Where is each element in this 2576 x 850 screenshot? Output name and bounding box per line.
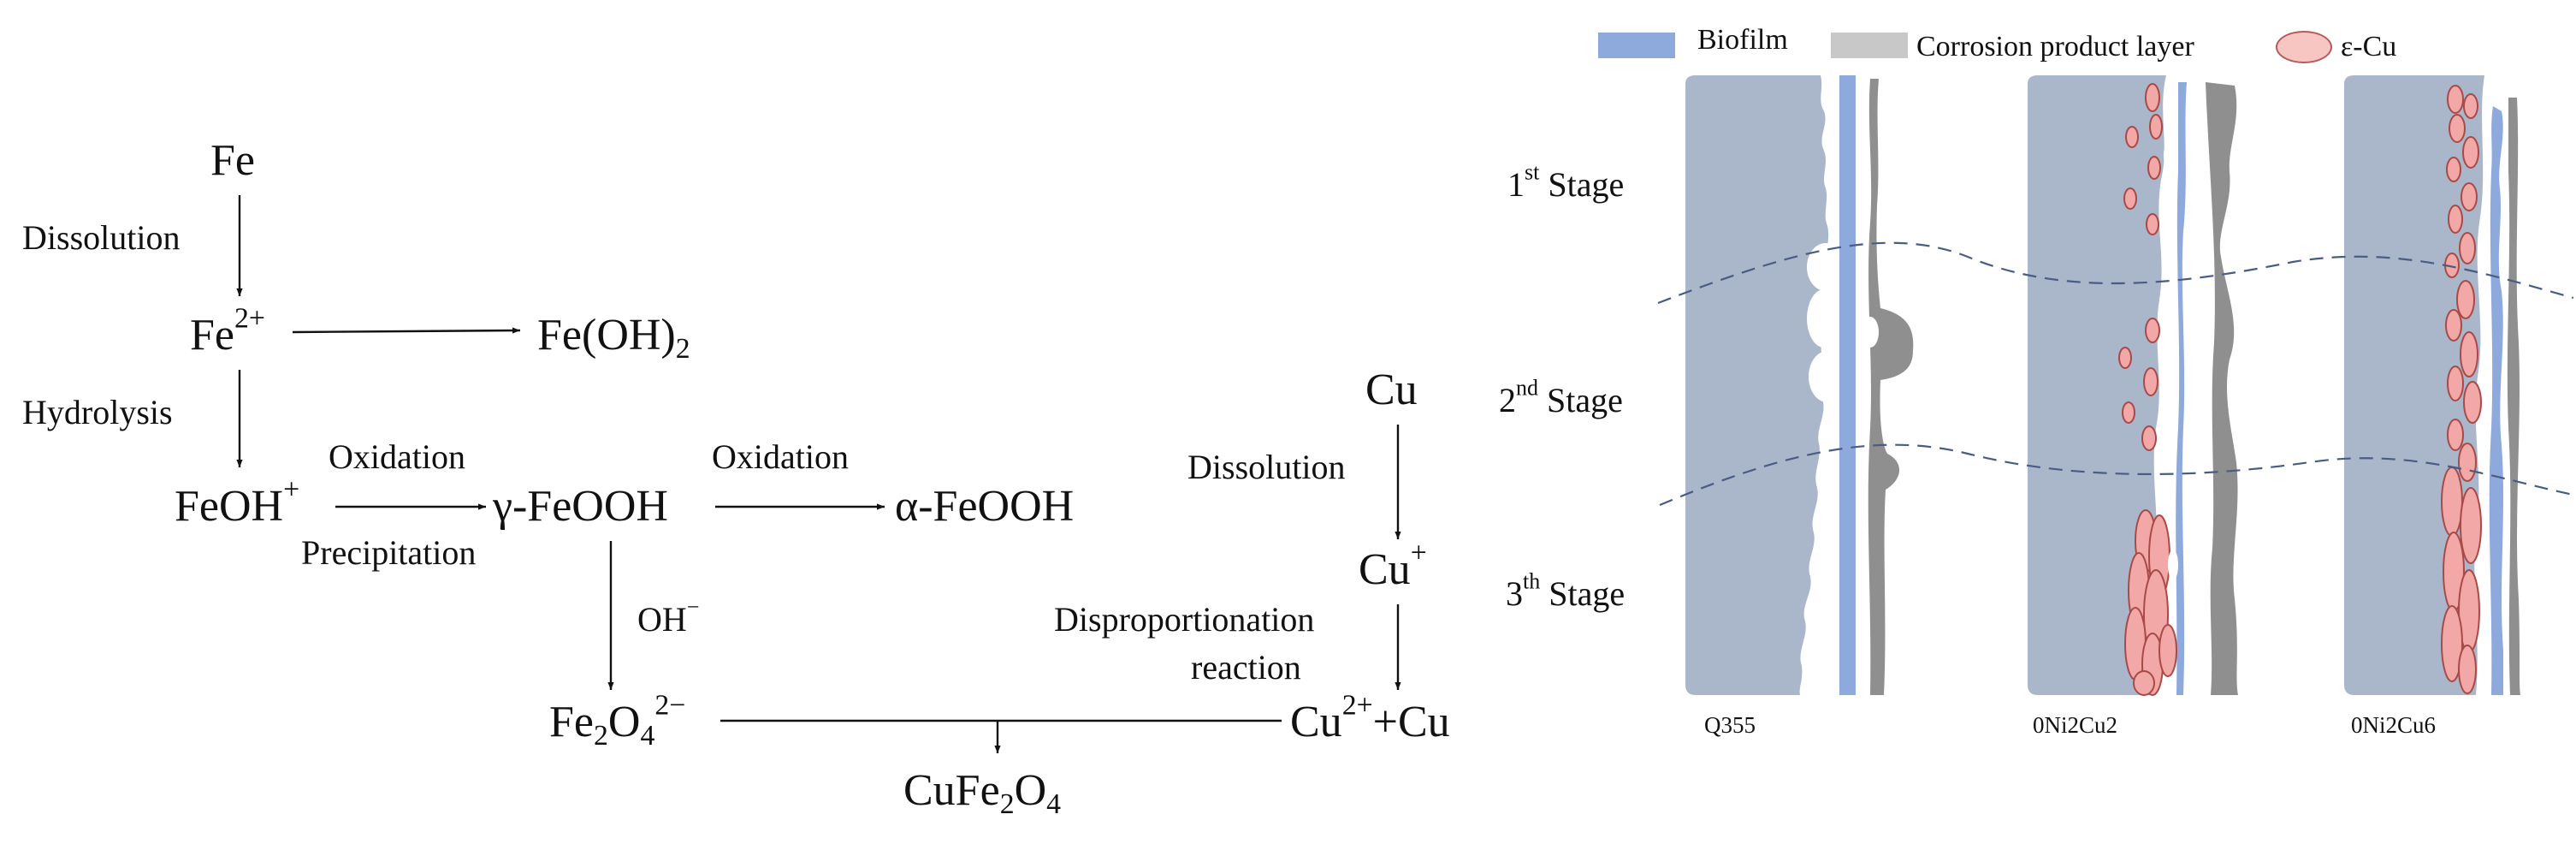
label-hydrolysis: Hydrolysis: [22, 393, 173, 431]
steel-substrate-0ni2cu2: [2028, 75, 2166, 695]
legend-label-corrosion-product: Corrosion product layer: [1916, 31, 2194, 62]
epsilon-cu-particle: [2461, 182, 2478, 211]
epsilon-cu-particle: [2458, 443, 2477, 482]
species-cu-plus: Cu+: [1359, 537, 1427, 594]
epsilon-cu-particle: [2447, 366, 2464, 401]
label-disproportionation: Disproportionation: [1054, 600, 1315, 639]
epsilon-cu-particle: [2122, 401, 2135, 424]
pit-q355-4: [1862, 317, 1879, 348]
epsilon-cu-particle: [2143, 367, 2159, 396]
label-dissolution-cu: Dissolution: [1187, 448, 1346, 486]
species-feoh-plus: FeOH+: [175, 473, 300, 531]
steel-substrate-q355: [1685, 75, 1829, 695]
species-cufe2o4: CuFe2O4: [903, 766, 1062, 821]
legend-label-epsilon-cu: ε-Cu: [2341, 31, 2397, 62]
epsilon-cu-particle: [2456, 280, 2475, 319]
label-dissolution-fe: Dissolution: [22, 218, 181, 257]
label-reaction: reaction: [1191, 648, 1301, 687]
label-oh-minus: OH−: [637, 594, 700, 639]
epsilon-cu-particle: [2125, 126, 2139, 148]
biofilm-0ni2cu2: [2176, 82, 2187, 695]
sample-label-0ni2cu2: 0Ni2Cu2: [2033, 712, 2118, 738]
corrosion-layer-0ni2cu2: [2206, 82, 2238, 695]
corrosion-layer-0ni2cu6: [2507, 98, 2520, 695]
biofilm-q355: [1839, 75, 1856, 695]
label-oxidation-2: Oxidation: [712, 437, 849, 476]
species-alpha-feooh: α-FeOOH: [895, 482, 1075, 531]
legend-swatch-biofilm: [1598, 33, 1675, 58]
legend-swatch-corrosion-product: [1831, 33, 1908, 58]
epsilon-cu-particle: [2460, 331, 2478, 377]
epsilon-cu-0ni2cu2: [2118, 83, 2177, 696]
species-cu2-plus-cu: Cu2++Cu: [1290, 689, 1450, 746]
epsilon-cu-particle: [2145, 318, 2160, 343]
species-gamma-feooh: γ-FeOOH: [493, 482, 668, 531]
species-cu: Cu: [1365, 366, 1418, 414]
stage-divider-2-3: [1659, 443, 2574, 507]
epsilon-cu-particle: [2447, 419, 2464, 451]
corrosion-layer-q355: [1868, 79, 1914, 695]
epsilon-cu-particle: [2145, 83, 2160, 112]
pit: [2164, 140, 2176, 171]
epsilon-cu-particle: [2463, 93, 2478, 119]
biofilm-0ni2cu6: [2489, 106, 2503, 695]
epsilon-cu-particle: [2447, 85, 2464, 114]
sample-label-0ni2cu6: 0Ni2Cu6: [2351, 712, 2437, 738]
epsilon-cu-particle: [2445, 309, 2462, 342]
pit: [2165, 372, 2177, 402]
epsilon-cu-particle: [2446, 157, 2461, 182]
epsilon-cu-particle: [2118, 347, 2132, 369]
pit: [2168, 550, 2178, 580]
pit-q355-1: [1807, 243, 1845, 291]
epsilon-cu-particle: [2147, 156, 2161, 180]
species-fe2o4: Fe2O42−: [549, 689, 686, 752]
column-0ni2cu2: [2028, 75, 2238, 696]
epsilon-cu-particle: [2462, 136, 2479, 169]
pit: [2165, 286, 2177, 317]
stage-divider-1-2: [1657, 241, 2574, 305]
pit-bubbles-0ni2cu2: [2164, 140, 2178, 580]
epsilon-cu-particle: [2159, 624, 2177, 677]
epsilon-cu-particle: [2460, 487, 2482, 564]
legend-swatch-epsilon-cu: [2276, 31, 2332, 63]
pit-q355-3: [1809, 351, 1846, 402]
species-fe2-plus: Fe2+: [190, 302, 265, 360]
stage-label-3: 3th Stage: [1506, 568, 1626, 613]
epsilon-cu-0ni2cu6: [2441, 85, 2482, 694]
label-precipitation: Precipitation: [301, 533, 477, 572]
epsilon-cu-particle: [2441, 467, 2463, 537]
pit-q355-2: [1807, 289, 1841, 348]
label-oxidation-1: Oxidation: [329, 437, 465, 476]
epsilon-cu-particle: [2458, 645, 2477, 694]
epsilon-cu-particle: [2463, 381, 2482, 424]
reaction-arrows: [236, 195, 1401, 753]
epsilon-cu-particle: [2449, 114, 2466, 143]
epsilon-cu-particle: [2123, 187, 2137, 210]
column-0ni2cu6: [2344, 75, 2520, 695]
species-fe: Fe: [210, 136, 255, 185]
epsilon-cu-particle: [2141, 425, 2157, 451]
column-q355: [1685, 75, 1914, 695]
epsilon-cu-particle: [2146, 213, 2159, 235]
stage-label-2: 2nd Stage: [1499, 375, 1623, 419]
epsilon-cu-particle: [2441, 605, 2463, 682]
species-fe-oh-2: Fe(OH)2: [537, 311, 690, 366]
epsilon-cu-particle: [2149, 114, 2163, 140]
stage-label-1: 1st Stage: [1507, 159, 1625, 204]
pit: [2164, 204, 2176, 235]
legend-label-biofilm: Biofilm: [1697, 24, 1788, 56]
sample-label-q355: Q355: [1704, 712, 1756, 738]
epsilon-cu-particle: [2133, 670, 2155, 696]
arrow-fe2-to-feoh2: [292, 327, 521, 334]
stage-dividers: [1657, 241, 2574, 507]
epsilon-cu-particle: [2459, 232, 2476, 265]
epsilon-cu-particle: [2448, 205, 2463, 234]
